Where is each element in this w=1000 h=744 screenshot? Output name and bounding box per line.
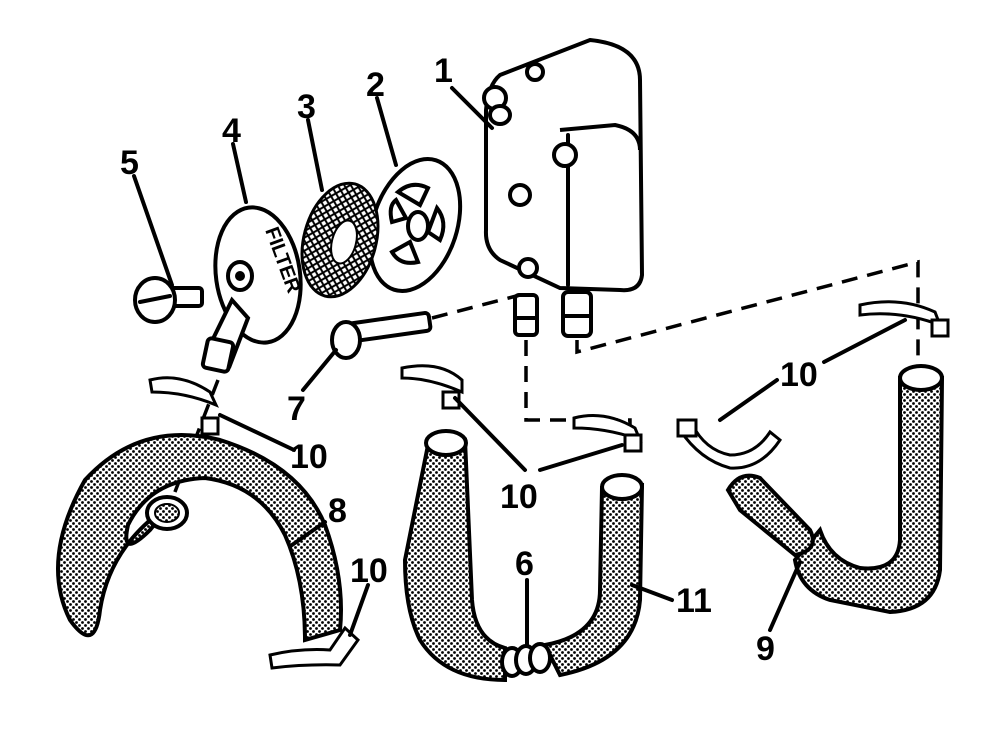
mounting-screw [330, 311, 433, 360]
leader-lines [132, 86, 907, 647]
hose-connector-6 [500, 642, 552, 678]
hose-clamps [148, 300, 950, 670]
callout-9: 9 [756, 630, 775, 668]
filter-screen [300, 181, 380, 299]
callout-8: 8 [328, 492, 347, 530]
callout-10-center: 10 [500, 478, 538, 516]
filter-cover: FILTER [200, 205, 305, 374]
gasket-plate [367, 157, 463, 293]
callout-1: 1 [434, 52, 453, 90]
callout-3: 3 [297, 88, 316, 126]
callout-6: 6 [515, 545, 534, 583]
hose-11 [402, 429, 645, 683]
callout-7: 7 [287, 390, 306, 428]
hose-9 [725, 364, 945, 615]
filter-screw [133, 276, 204, 324]
callout-2: 2 [366, 66, 385, 104]
callout-10-bottom: 10 [350, 552, 388, 590]
callout-4: 4 [222, 112, 241, 150]
callout-5: 5 [120, 144, 139, 182]
fuel-pump-body [482, 37, 645, 338]
callout-10-left: 10 [290, 438, 328, 476]
callout-numbers: 1 2 3 4 5 6 7 8 9 10 10 10 10 10 11 [120, 52, 818, 668]
callout-10-right: 10 [780, 356, 818, 394]
hose-8 [56, 433, 343, 643]
callout-11: 11 [676, 582, 712, 620]
